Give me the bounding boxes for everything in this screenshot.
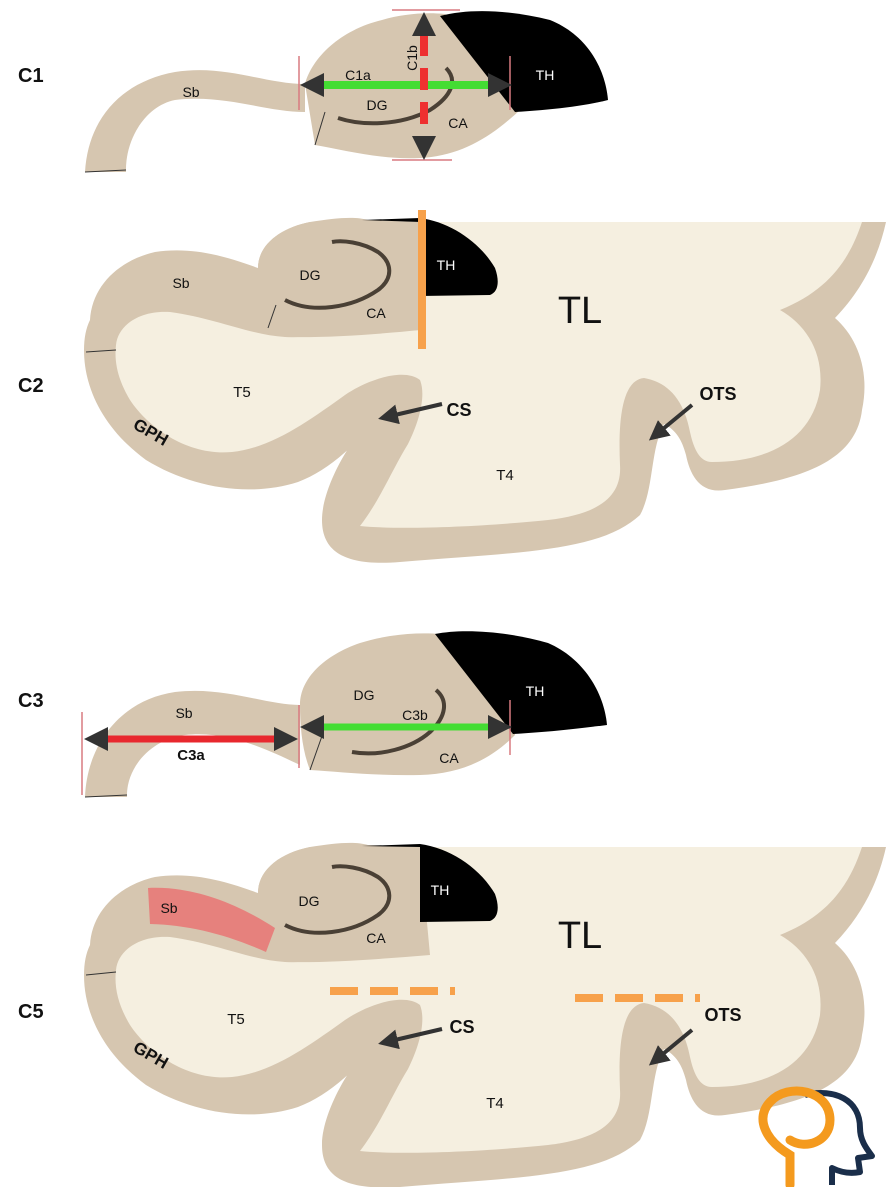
- label-cs: CS: [449, 1017, 474, 1037]
- label-dg: DG: [367, 97, 388, 113]
- label-dg: DG: [299, 893, 320, 909]
- label-ots: OTS: [699, 384, 736, 404]
- panel-c3: C3 Sb C3a DG C3b CA TH: [18, 631, 607, 797]
- label-sb: Sb: [175, 705, 192, 721]
- label-ca: CA: [366, 930, 386, 946]
- label-t4: T4: [486, 1095, 504, 1112]
- panel-c1: C1 Sb C1a C1b DG CA TH: [18, 10, 608, 172]
- label-ca: CA: [366, 305, 386, 321]
- label-t4: T4: [496, 467, 514, 484]
- label-sb: Sb: [172, 275, 189, 291]
- panel-label-c2: C2: [18, 375, 44, 397]
- label-t5: T5: [227, 1011, 245, 1028]
- label-c3a: C3a: [177, 747, 205, 764]
- label-th: TH: [431, 882, 450, 898]
- label-cs: CS: [446, 400, 471, 420]
- panel-label-c3: C3: [18, 690, 44, 712]
- label-c3b: C3b: [402, 707, 428, 723]
- label-tl: TL: [558, 915, 602, 957]
- hippocampus-body: [258, 843, 430, 962]
- label-c1b: C1b: [404, 45, 420, 71]
- label-dg: DG: [354, 687, 375, 703]
- label-ots: OTS: [704, 1005, 741, 1025]
- label-th: TH: [536, 67, 555, 83]
- panel-c2: C2 Sb DG CA TH TL T5 T4 GPH CS OTS: [18, 210, 886, 563]
- label-t5: T5: [233, 384, 251, 401]
- label-sb: Sb: [182, 84, 199, 100]
- label-sb: Sb: [160, 900, 177, 916]
- label-ca: CA: [439, 750, 459, 766]
- label-th: TH: [437, 257, 456, 273]
- hippocampus-body: [258, 218, 420, 337]
- label-tl: TL: [558, 290, 602, 332]
- label-dg: DG: [300, 267, 321, 283]
- panel-label-c1: C1: [18, 65, 44, 87]
- label-c1a: C1a: [345, 67, 371, 83]
- panel-label-c5: C5: [18, 1001, 44, 1023]
- panel-c5: C5 Sb DG CA TH TL T5 T4 GPH CS OTS: [18, 843, 886, 1187]
- label-ca: CA: [448, 115, 468, 131]
- label-th: TH: [526, 683, 545, 699]
- brain-head-logo-icon: [763, 1091, 872, 1185]
